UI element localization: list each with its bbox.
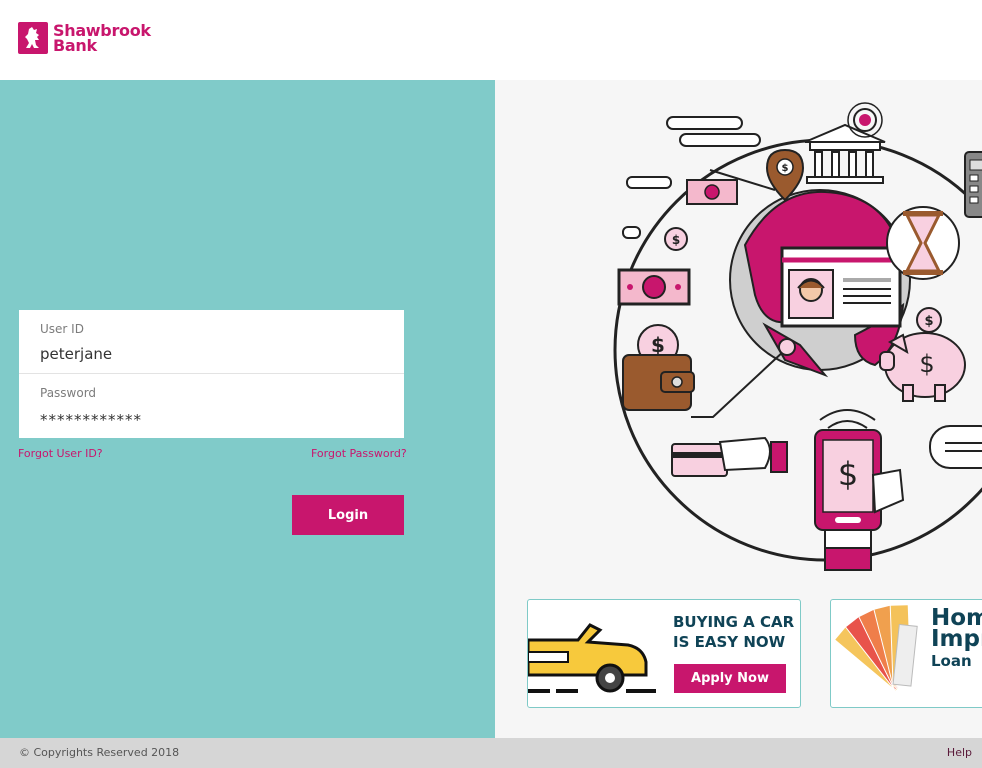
header: Shawbrook Bank: [0, 0, 982, 80]
car-promo-title-line1: BUYING A CAR: [673, 613, 795, 631]
promo-panel: $ $ $: [495, 80, 982, 738]
coin-icon: $: [664, 227, 688, 251]
login-button[interactable]: Login: [292, 495, 404, 535]
phone-dollar: $: [838, 455, 858, 493]
password-label: Password: [40, 386, 97, 400]
cloud-icon: [622, 116, 761, 239]
car-promo-title: BUYING A CAR IS EASY NOW: [673, 612, 798, 652]
piggy-coin-dollar: $: [924, 314, 933, 329]
wallet-icon: $: [622, 324, 695, 411]
color-swatch-icon: [833, 604, 918, 692]
coin-dollar: $: [672, 233, 680, 247]
signal-icon: [847, 102, 883, 138]
brand-name: Shawbrook Bank: [53, 21, 151, 55]
apply-now-button[interactable]: Apply Now: [674, 664, 786, 693]
brand-name-line1: Shawbrook: [53, 21, 151, 40]
home-promo-title-line2: Impr: [931, 626, 982, 652]
pin-dollar: $: [782, 163, 789, 174]
home-promo-subtitle: Loan: [931, 652, 972, 670]
footer: © Copyrights Reserved 2018 Help: [0, 738, 982, 768]
password-field: Password: [19, 374, 404, 438]
brand-logo[interactable]: Shawbrook Bank: [18, 22, 151, 54]
user-id-input[interactable]: [40, 342, 380, 366]
bank-building-icon: [804, 123, 886, 184]
calculator-icon: [964, 151, 982, 218]
car-loan-promo[interactable]: BUYING A CAR IS EASY NOW Apply Now: [527, 599, 801, 708]
forgot-password-link[interactable]: Forgot Password?: [311, 447, 407, 460]
login-panel: User ID Password Forgot User ID? Forgot …: [0, 80, 495, 738]
location-pin-icon: $: [765, 148, 805, 202]
rocket-icon: [762, 322, 829, 378]
wallet-dollar: $: [651, 333, 665, 357]
banking-illustration: $ $ $: [613, 102, 982, 571]
speech-bubble-icon: [929, 425, 982, 469]
user-id-label: User ID: [40, 322, 84, 336]
copyright-text: © Copyrights Reserved 2018: [19, 746, 180, 759]
user-id-field: User ID: [19, 310, 404, 374]
connector-lines: [691, 169, 786, 418]
banknote-icon: [686, 179, 738, 205]
hourglass-icon: [886, 206, 960, 280]
lion-icon: [18, 22, 48, 54]
brand-name-line2: Bank: [53, 36, 97, 55]
piggy-bank-icon: $ $: [879, 307, 966, 402]
password-input[interactable]: [40, 408, 380, 432]
forgot-user-id-link[interactable]: Forgot User ID?: [18, 447, 103, 460]
help-link[interactable]: Help: [946, 746, 972, 759]
smartphone-icon: $: [814, 409, 905, 571]
home-improvement-promo[interactable]: Hom Impr Loan: [830, 599, 982, 708]
piggy-dollar: $: [919, 350, 934, 378]
banknote-large-icon: [617, 268, 691, 306]
laptop-icon: [780, 246, 902, 328]
car-promo-title-line2: IS EASY NOW: [673, 633, 786, 651]
car-icon: [528, 623, 656, 693]
home-promo-title-line1: Hom: [931, 605, 982, 631]
credit-card-icon: [671, 436, 788, 477]
home-promo-title: Hom Impr: [931, 605, 982, 652]
login-card: User ID Password: [19, 310, 404, 438]
